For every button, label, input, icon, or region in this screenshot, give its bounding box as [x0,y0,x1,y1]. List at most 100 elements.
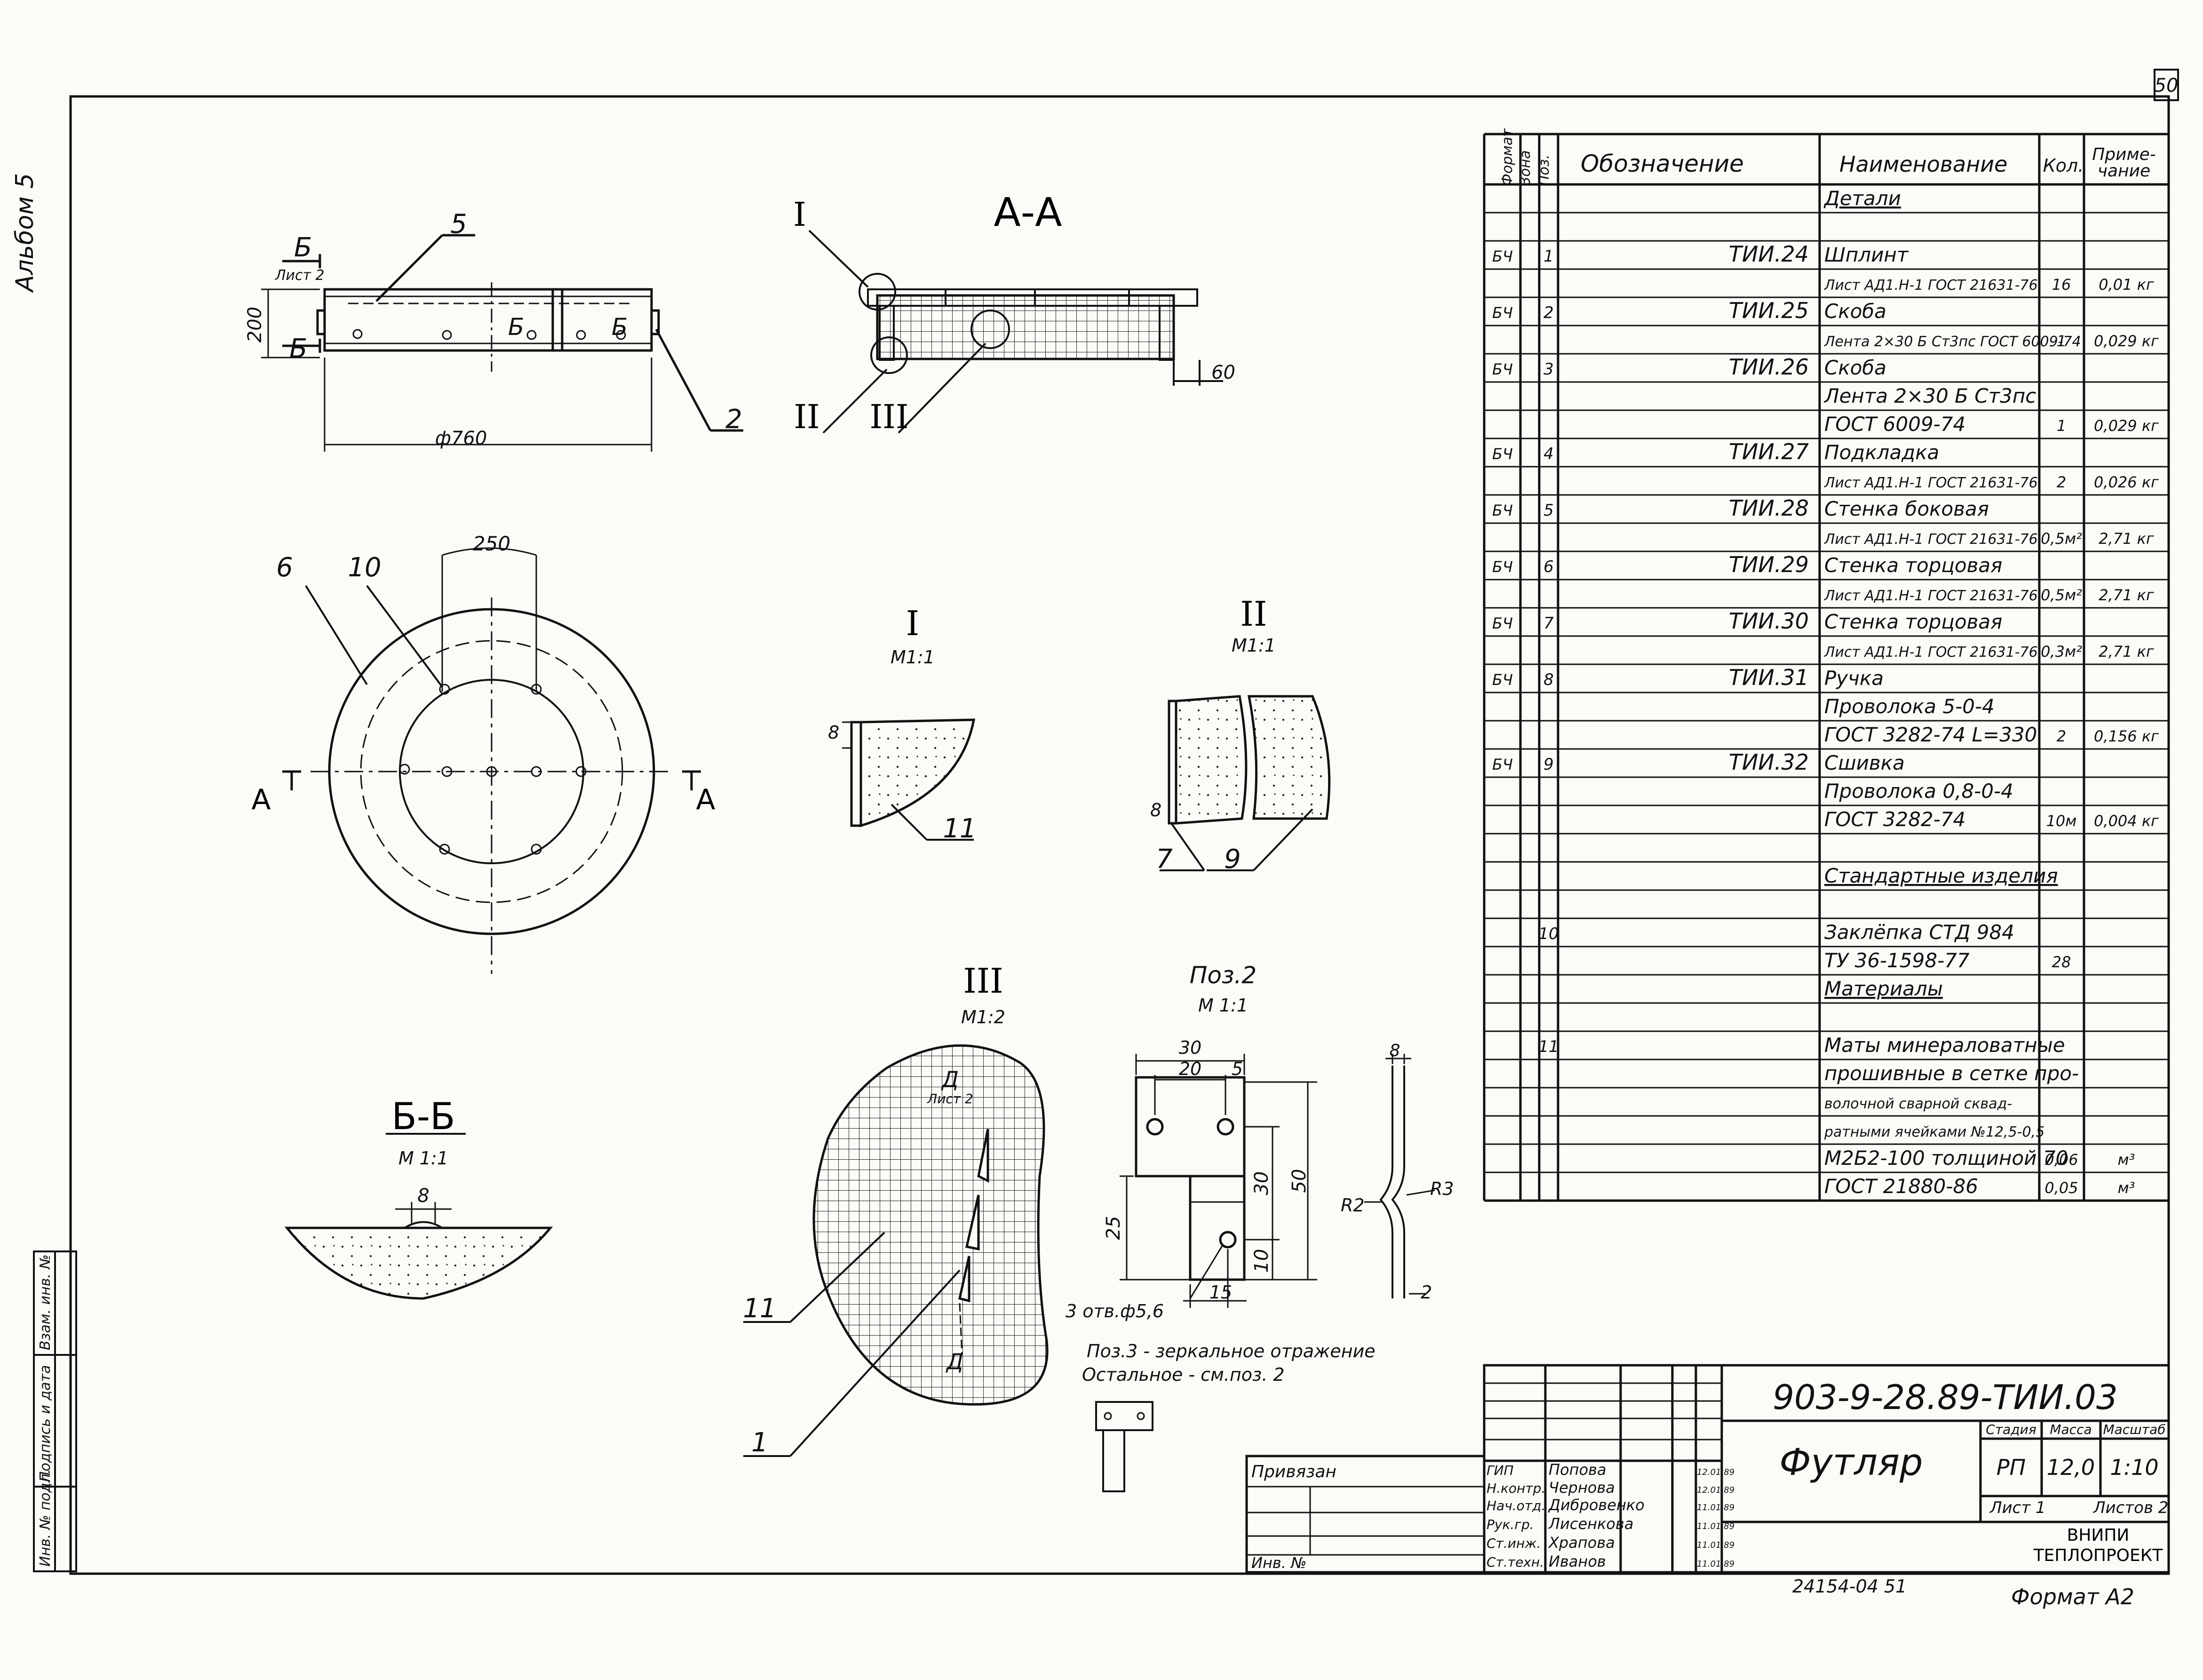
spec-format: БЧ [1492,304,1513,322]
specification-table: Формат Зона Поз. Обозначение Наименовани… [1483,128,2170,1202]
spec-name: Лента 2×30 Б Ст3пс ГОСТ 6009-74 [1824,334,2081,350]
spec-name: Материалы [1824,977,1943,1000]
spec-designation: ТИИ.30 [1729,608,1809,634]
mass-label: Масса [2050,1422,2092,1437]
pos2-rest-note: Остальное - см.поз. 2 [1082,1364,1285,1385]
document-title: Футляр [1779,1441,1923,1484]
detail-II-dim: 8 [1150,800,1161,820]
section-b-b: Б-Б М 1:1 8 [284,1096,553,1300]
detail-III-cut-top: Д [941,1067,959,1092]
signer-date: 12.01.89 [1697,1485,1734,1495]
spec-format: БЧ [1492,502,1513,519]
front-cut-b-1: Б [508,313,524,341]
pos2-dim-10: 10 [1251,1249,1272,1273]
spec-pos: 10 [1538,924,1559,943]
detail-I-dim: 8 [828,722,839,743]
spec-header-zone: Зона [1517,150,1534,186]
detail-II-title: II [1241,594,1267,634]
spec-header-note-2: чание [2098,161,2150,181]
front-section-b-bottom: Б [289,334,307,364]
album-label: Альбом 5 [11,173,39,293]
detail-II-ref-7: 7 [1156,844,1173,875]
plan-view: 250 6 10 А А [251,532,716,974]
detail-III-title: III [963,961,1003,1001]
signer-name: Чернова [1549,1479,1615,1497]
section-a-a-title: А-А [994,189,1062,235]
spec-name: волочной сварной сквад- [1824,1096,2012,1112]
clip-radius-3: R3 [1430,1178,1454,1199]
spec-name: прошивные в сетке про- [1824,1062,2079,1085]
side-stamp [33,1250,77,1572]
spec-name: Стандартные изделия [1824,864,2058,887]
spec-header-qty: Кол. [2043,155,2084,176]
sheet-number: 50 [2155,75,2179,96]
signer-date: 12.01.89 [1697,1467,1734,1477]
spec-name: Маты минераловатные [1824,1034,2065,1057]
spec-pos: 3 [1543,360,1554,379]
front-ref-2: 2 [725,404,742,435]
spec-name: Шплинт [1824,243,1909,266]
spec-pos: 5 [1543,501,1554,520]
archive-number: 24154-04 51 [1792,1576,1907,1597]
clip-radius-2: R2 [1341,1195,1365,1216]
side-stamp-sign: Подпись и дата [37,1365,54,1482]
document-code: 903-9-28.89-ТИИ.03 [1773,1377,2118,1417]
detail-III-cut-bottom: Д [946,1349,963,1374]
detail-III-ref-1: 1 [751,1427,768,1458]
spec-note: 2,71 кг [2099,586,2154,604]
stage-value: РП [1996,1455,2026,1480]
spec-name: Лента 2×30 Б Ст3пс [1823,384,2036,407]
spec-format: БЧ [1492,360,1513,378]
signer-role: Нач.отд. [1487,1498,1545,1513]
spec-header-designation: Обозначение [1581,150,1744,177]
front-dim-height: 200 [244,307,266,342]
signer-name: Храпова [1548,1534,1615,1552]
spec-name: Проволока 5-0-4 [1824,695,1995,718]
spec-format: БЧ [1492,756,1513,773]
pos3-mirror-note: Поз.3 - зеркальное отражение [1087,1341,1376,1362]
scale-label: Масштаб [2103,1422,2165,1437]
clip-profile [1364,1054,1435,1298]
signer-role: ГИП [1487,1463,1514,1478]
sheets-label: Листов 2 [2092,1498,2168,1517]
plan-cut-a-left: А [251,783,270,816]
detail-II-scale: М1:1 [1232,635,1276,656]
spec-name: Детали [1823,187,1901,210]
section-b-b-title: Б-Б [391,1096,455,1138]
spec-header-pos: Поз. [1536,155,1552,186]
spec-qty: 0,06 [2044,1151,2078,1169]
spec-pos: 9 [1543,755,1554,774]
pos3-hole-left [1104,1412,1112,1420]
spec-name: ратными ячейками №12,5-0,5 [1824,1124,2044,1140]
spec-qty: 16 [2052,276,2071,294]
signer-role: Ст.техн. [1487,1554,1544,1570]
spec-qty: 2 [2057,473,2066,491]
section-b-b-scale: М 1:1 [398,1148,448,1169]
spec-note: 2,71 кг [2099,643,2154,661]
pos2-holes-note: 3 отв.ф5,6 [1066,1301,1164,1322]
spec-name: Подкладка [1824,441,1939,464]
spec-name: ТУ 36-1598-77 [1824,949,1970,972]
spec-note: 0,029 кг [2094,332,2159,350]
spec-note: 0,156 кг [2094,727,2159,745]
signer-role: Рук.гр. [1487,1517,1534,1532]
plan-dim-250: 250 [473,532,510,555]
signer-date: 11.01.89 [1697,1559,1734,1569]
spec-qty: 1 [2057,332,2066,350]
spec-pos: 6 [1543,557,1554,576]
pos2-scale: М 1:1 [1198,995,1248,1016]
format-label: Формат А2 [2011,1584,2134,1609]
signer-name: Иванов [1549,1553,1606,1570]
spec-header-note-1: Приме- [2092,145,2156,164]
pos2-bracket: Поз.2 М 1:1 30 20 5 50 30 25 10 15 3 отв… [1066,962,1376,1492]
spec-designation: ТИИ.24 [1729,241,1809,267]
detail-II-ref-9: 9 [1224,844,1241,875]
spec-pos: 11 [1538,1037,1559,1056]
front-cut-b-2: Б [612,313,628,341]
signer-role: Н.контр. [1487,1481,1545,1496]
spec-qty: 0,5м² [2041,586,2082,604]
side-stamp-inv: Инв. № подл. [37,1469,54,1567]
spec-pos: 7 [1543,614,1554,633]
detail-III-sheet: Лист 2 [927,1091,973,1107]
